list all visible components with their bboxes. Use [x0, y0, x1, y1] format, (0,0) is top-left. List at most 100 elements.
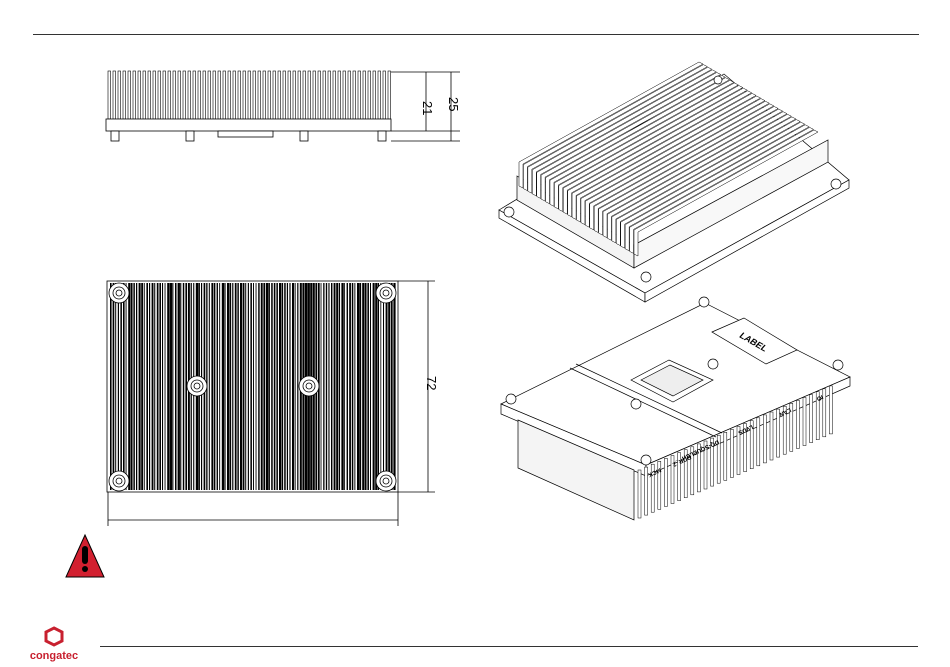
side-fin	[313, 71, 316, 119]
side-fin	[208, 71, 211, 119]
side-fin	[228, 71, 231, 119]
top-fin-line	[393, 283, 395, 490]
top-fin-line	[144, 283, 145, 490]
iso-hole	[504, 207, 514, 217]
top-fin-line	[386, 283, 388, 490]
top-fin-line	[245, 283, 246, 490]
top-fin-line	[162, 283, 163, 490]
side-view-connector	[218, 131, 273, 137]
side-fin	[333, 71, 336, 119]
top-view-outline	[107, 281, 398, 492]
side-fin	[148, 71, 151, 119]
side-fin	[303, 71, 306, 119]
top-fin-line	[336, 283, 338, 490]
iso-standoff	[506, 394, 516, 404]
top-fin-line	[209, 283, 210, 490]
top-fin-line	[380, 283, 381, 490]
iso-bottom-fin	[757, 418, 760, 466]
top-fin-line	[263, 283, 265, 490]
top-fin-line	[115, 283, 116, 490]
iso-bottom-fin	[763, 415, 766, 463]
top-fin-line	[159, 283, 161, 490]
top-fin-line	[328, 283, 329, 490]
mounting-hole-bore	[194, 383, 200, 389]
side-fin	[173, 71, 176, 119]
top-fin-line	[282, 283, 284, 490]
side-fin	[188, 71, 191, 119]
top-fin-line	[157, 283, 159, 490]
top-fin-line	[284, 283, 286, 490]
top-fin-line	[123, 283, 125, 490]
side-fin	[308, 71, 311, 119]
iso-standoff	[708, 359, 718, 369]
top-fin-line	[383, 283, 384, 490]
side-fin	[343, 71, 346, 119]
top-fin-line	[128, 283, 130, 490]
top-fin-line	[375, 283, 377, 490]
top-fin-line	[131, 283, 133, 490]
side-view-base	[106, 119, 391, 131]
side-fin	[238, 71, 241, 119]
side-view-fins	[108, 71, 391, 119]
top-fin-line	[180, 283, 181, 490]
top-view	[107, 281, 435, 526]
top-fin-line	[357, 283, 359, 490]
iso-bottom-fin	[638, 470, 641, 518]
dim-total-height-label: 25	[446, 97, 461, 111]
side-fin	[133, 71, 136, 119]
top-fin-line	[178, 283, 180, 490]
top-fin-line	[110, 283, 112, 490]
side-fin	[198, 71, 201, 119]
side-fin	[218, 71, 221, 119]
top-fin-line	[141, 283, 143, 490]
side-fin	[338, 71, 341, 119]
top-fin-line	[154, 283, 155, 490]
iso-standoff	[641, 455, 651, 465]
top-fin-line	[344, 283, 345, 490]
side-fin	[118, 71, 121, 119]
side-fin	[263, 71, 266, 119]
top-fin-line	[133, 283, 134, 490]
side-fin	[233, 71, 236, 119]
iso-bottom-fin	[803, 398, 806, 446]
iso-bottom-fin	[829, 386, 832, 434]
top-fin-line	[360, 283, 362, 490]
top-fin-line	[256, 283, 257, 490]
top-fin-line	[222, 283, 224, 490]
iso-bottom-fin	[664, 458, 667, 506]
top-fin-line	[152, 283, 154, 490]
side-fin	[368, 71, 371, 119]
iso-bottom-fin	[810, 395, 813, 443]
side-view-foot	[186, 131, 194, 141]
side-fin	[258, 71, 261, 119]
top-fin-line	[172, 283, 173, 490]
top-fin-line	[326, 283, 327, 490]
top-fin-line	[370, 283, 371, 490]
top-fin-line	[237, 283, 238, 490]
side-fin	[268, 71, 271, 119]
side-fin	[248, 71, 251, 119]
top-fin-line	[175, 283, 177, 490]
top-fin-line	[230, 283, 232, 490]
side-fin	[373, 71, 376, 119]
mounting-hole-bore	[383, 478, 389, 484]
top-fin-line	[118, 283, 119, 490]
top-fin-line	[266, 283, 268, 490]
iso-hole	[831, 179, 841, 189]
top-fin-line	[217, 283, 218, 490]
side-fin	[203, 71, 206, 119]
isometric-bottom-view	[501, 297, 850, 520]
side-fin	[253, 71, 256, 119]
dim-depth-label: 72	[424, 376, 439, 390]
top-fin-line	[170, 283, 172, 490]
side-fin	[213, 71, 216, 119]
iso-standoff	[833, 360, 843, 370]
top-fin-line	[341, 283, 343, 490]
side-fin	[328, 71, 331, 119]
top-fin-line	[248, 283, 249, 490]
top-fin-line	[136, 283, 137, 490]
top-fin-line	[349, 283, 351, 490]
top-fin-line	[235, 283, 237, 490]
top-fin-line	[258, 283, 259, 490]
